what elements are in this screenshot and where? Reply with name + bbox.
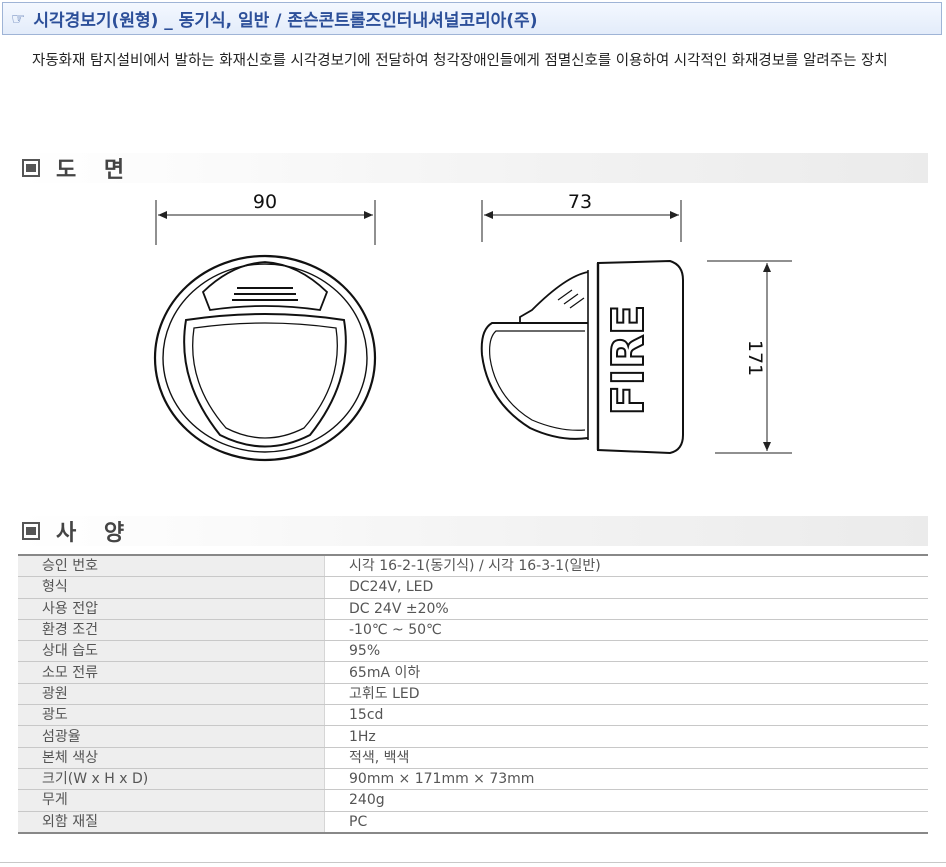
front-view: 90 <box>153 191 377 462</box>
spec-key: 사용 전압 <box>18 598 325 620</box>
fire-lettering: FIRE <box>603 305 654 415</box>
footer-divider <box>0 862 946 863</box>
spec-section-title: 사 양 <box>56 521 135 546</box>
spec-section-header: 사 양 <box>18 516 928 546</box>
spec-value: 1Hz <box>324 725 928 748</box>
spec-value: -10℃ ~ 50℃ <box>324 619 928 642</box>
table-row: 환경 조건-10℃ ~ 50℃ <box>18 619 928 642</box>
spec-key: 크기(W x H x D) <box>18 768 325 791</box>
depth-dimension-label: 73 <box>568 191 592 213</box>
spec-value: 90mm × 171mm × 73mm <box>324 768 928 791</box>
drawing-section-header: 도 면 <box>18 153 928 183</box>
spec-key: 소모 전류 <box>18 661 325 684</box>
spec-key: 광도 <box>18 704 325 727</box>
spec-value: 고휘도 LED <box>324 683 928 706</box>
spec-key: 본체 색상 <box>18 747 325 769</box>
spec-key: 무게 <box>18 789 325 812</box>
spec-value: 240g <box>324 789 928 812</box>
table-row: 크기(W x H x D)90mm × 171mm × 73mm <box>18 768 928 791</box>
pointing-hand-icon: ☞ <box>11 9 26 28</box>
spec-key: 광원 <box>18 683 325 706</box>
spec-value: 시각 16-2-1(동기식) / 시각 16-3-1(일반) <box>324 554 928 578</box>
spec-key: 환경 조건 <box>18 619 325 642</box>
side-view: 73 171 FIRE <box>480 191 792 455</box>
spec-key: 형식 <box>18 576 325 599</box>
spec-key: 상대 습도 <box>18 640 325 663</box>
spec-key: 외함 재질 <box>18 811 325 834</box>
square-bullet-icon <box>22 159 40 177</box>
title-bar: ☞ 시각경보기(원형) _ 동기식, 일반 / 존슨콘트롤즈인터내셔널코리아(주… <box>2 2 942 35</box>
spec-value: 95% <box>324 640 928 663</box>
square-bullet-icon <box>22 522 40 540</box>
height-dimension-label: 171 <box>744 340 766 376</box>
product-drawing: 90 73 171 FIRE <box>153 191 792 462</box>
spec-value: DC24V, LED <box>324 576 928 599</box>
spec-value: PC <box>324 811 928 834</box>
width-dimension-label: 90 <box>253 191 277 213</box>
spec-value: 적색, 백색 <box>324 747 928 769</box>
spec-key: 섬광율 <box>18 725 325 748</box>
drawing-section-title: 도 면 <box>56 158 135 183</box>
spec-value: DC 24V ±20% <box>324 598 928 620</box>
product-description: 자동화재 탐지설비에서 발하는 화재신호를 시각경보기에 전달하여 청각장애인들… <box>32 53 888 69</box>
spec-value: 15cd <box>324 704 928 727</box>
spec-key: 승인 번호 <box>18 554 325 578</box>
page-title: 시각경보기(원형) _ 동기식, 일반 / 존슨콘트롤즈인터내셔널코리아(주) <box>33 11 538 31</box>
spec-value: 65mA 이하 <box>324 661 928 684</box>
